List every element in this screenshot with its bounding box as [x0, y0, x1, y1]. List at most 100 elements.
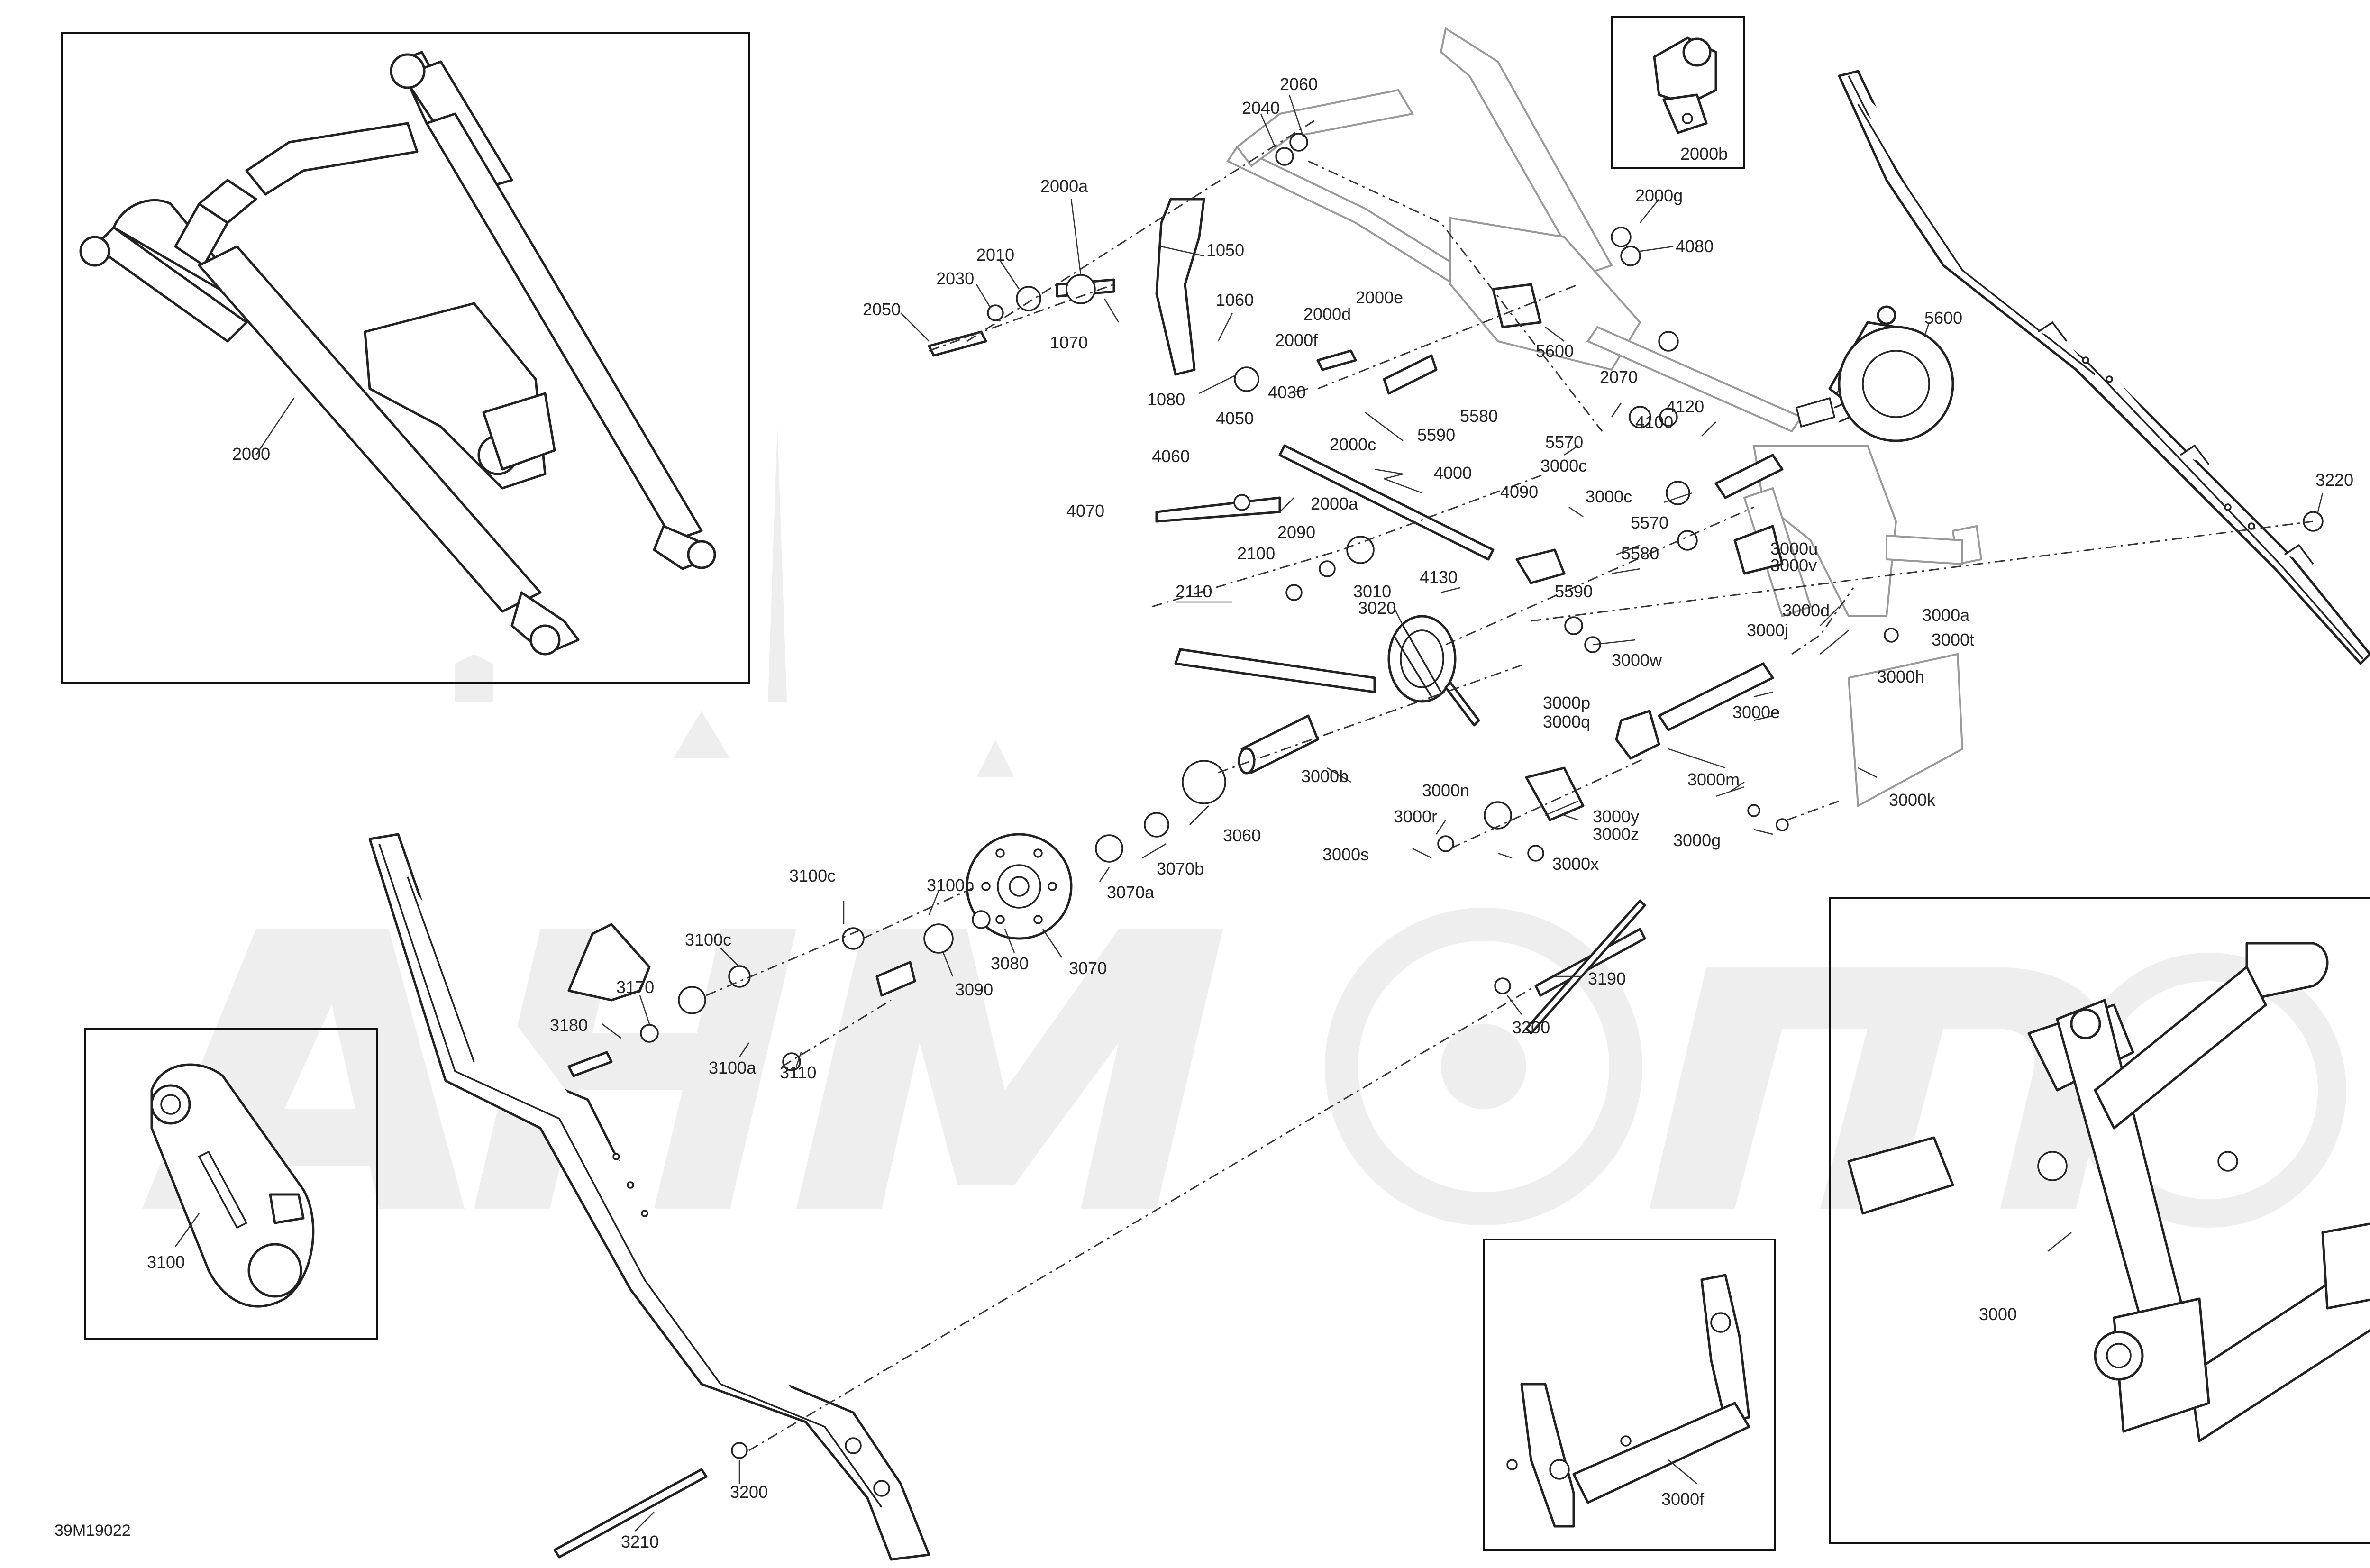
callout: 5600	[1536, 341, 1574, 361]
inset-box-swing-arm	[61, 32, 750, 684]
callout: 3000g	[1673, 830, 1721, 850]
callout: 3090	[955, 980, 993, 999]
callout: 2000d	[1304, 304, 1351, 324]
callout: 3000t	[1932, 630, 1974, 649]
callout: 3000m	[1687, 770, 1740, 789]
callout: 4120	[1666, 397, 1704, 416]
callout: 3100c	[789, 866, 836, 885]
callout: 4100	[1635, 412, 1673, 432]
callout: 1070	[1050, 333, 1088, 352]
callout: 3000x	[1552, 854, 1599, 874]
inset-box-3000f	[1483, 1239, 1776, 1551]
callout: 3080	[991, 954, 1029, 973]
callout: 5590	[1555, 582, 1593, 601]
spring-shock-drawing	[1795, 305, 1954, 442]
axle-parts-drawing	[567, 198, 1784, 1002]
callout: 3200	[1512, 1018, 1550, 1037]
callout: 2000b	[1680, 144, 1728, 164]
callout: 3110	[780, 1063, 816, 1082]
drawing-reference-code: 39M19022	[55, 1522, 131, 1540]
callout: 2050	[863, 300, 901, 319]
callout: 5600	[1924, 308, 1962, 328]
callout: 3000a	[1922, 605, 1970, 625]
callout: 2100	[1237, 544, 1275, 563]
callout: 3000d	[1782, 601, 1830, 620]
callout: 4030	[1268, 383, 1306, 402]
callout: 3000p	[1543, 693, 1590, 712]
callout: 4060	[1152, 447, 1190, 466]
callout: 1060	[1216, 290, 1254, 310]
inset-box-3000	[1829, 897, 2370, 1544]
callout: 3000e	[1732, 702, 1780, 722]
right-rail-drawing	[1838, 70, 2370, 665]
callout: 3100a	[709, 1058, 757, 1077]
idler-wheel-drawing	[966, 833, 1073, 940]
callout: 3070a	[1107, 883, 1155, 902]
callout: 3020	[1358, 598, 1396, 618]
callout: 3000k	[1889, 790, 1936, 810]
callout: 2030	[936, 269, 974, 288]
callout: 2000e	[1356, 288, 1403, 307]
alignment-lines	[706, 118, 2314, 1451]
callout: 2040	[1242, 98, 1280, 118]
callout: 4050	[1216, 409, 1254, 428]
callout: 3000n	[1422, 781, 1469, 800]
callout: 3170	[616, 977, 654, 997]
torsion-spring-drawing	[1174, 615, 1480, 727]
callout: 3000y	[1593, 807, 1639, 826]
callout: 3000b	[1301, 766, 1349, 786]
callout: 5570	[1631, 513, 1668, 532]
part-3100-drawing	[150, 1063, 315, 1308]
callout: 3000z	[1593, 824, 1639, 844]
callout: 1050	[1206, 240, 1244, 260]
callout: 5580	[1460, 406, 1498, 426]
callout: 3000v	[1770, 556, 1817, 575]
callout: 2000g	[1635, 186, 1683, 205]
callout-labels: 2000 2000b 2060 2040 2000a 1050 2010 203…	[147, 74, 2353, 1551]
callout: 3010	[1353, 582, 1391, 601]
callout: 3000w	[1612, 650, 1662, 670]
callout: 3000f	[1661, 1489, 1705, 1509]
callout: 3060	[1223, 826, 1261, 845]
frame-ghost-drawing	[1226, 27, 1983, 808]
callout: 2000a	[1311, 494, 1358, 513]
callout: 3210	[621, 1532, 659, 1551]
callout: 2070	[1600, 367, 1638, 387]
inset-box-3100	[84, 1028, 378, 1340]
callout: 2000f	[1275, 330, 1318, 350]
callout: 2000a	[1040, 176, 1088, 196]
callout: 3100b	[927, 875, 974, 895]
callout: 3070b	[1157, 859, 1204, 878]
callout: 3000q	[1543, 712, 1590, 731]
inset-box-2000b	[1611, 16, 1745, 169]
callout: 3000s	[1322, 845, 1369, 864]
callout: 3070	[1069, 958, 1107, 978]
callout: 2110	[1176, 582, 1212, 601]
callout: 5580	[1621, 544, 1659, 563]
callout: 4080	[1676, 237, 1714, 256]
callout: 3200	[730, 1482, 768, 1502]
fasteners-drawing	[553, 133, 2324, 1559]
callout: 2090	[1277, 522, 1315, 542]
callout: 3000r	[1394, 807, 1437, 826]
callout: 1080	[1147, 390, 1185, 409]
callout: 2010	[976, 245, 1014, 264]
callout: 4090	[1500, 482, 1538, 501]
callout: 4130	[1420, 567, 1458, 587]
callout: 3100c	[685, 930, 731, 949]
left-rail-drawing	[368, 833, 930, 1561]
callout: 3100	[147, 1252, 185, 1272]
callout: 3000c	[1540, 456, 1587, 475]
callout: 3000h	[1877, 667, 1924, 686]
callout: 4070	[1066, 501, 1104, 520]
callout: 2000c	[1330, 435, 1376, 454]
leader-lines	[174, 94, 2324, 1532]
callout: 3000	[1979, 1304, 2017, 1324]
callout: 2060	[1280, 74, 1318, 94]
swing-arm-assembly-drawing	[79, 51, 716, 656]
callout: 3220	[2315, 470, 2353, 490]
callout: 4000	[1434, 463, 1472, 483]
callout: 5590	[1417, 425, 1455, 445]
part-2000b-drawing	[1653, 36, 1717, 134]
